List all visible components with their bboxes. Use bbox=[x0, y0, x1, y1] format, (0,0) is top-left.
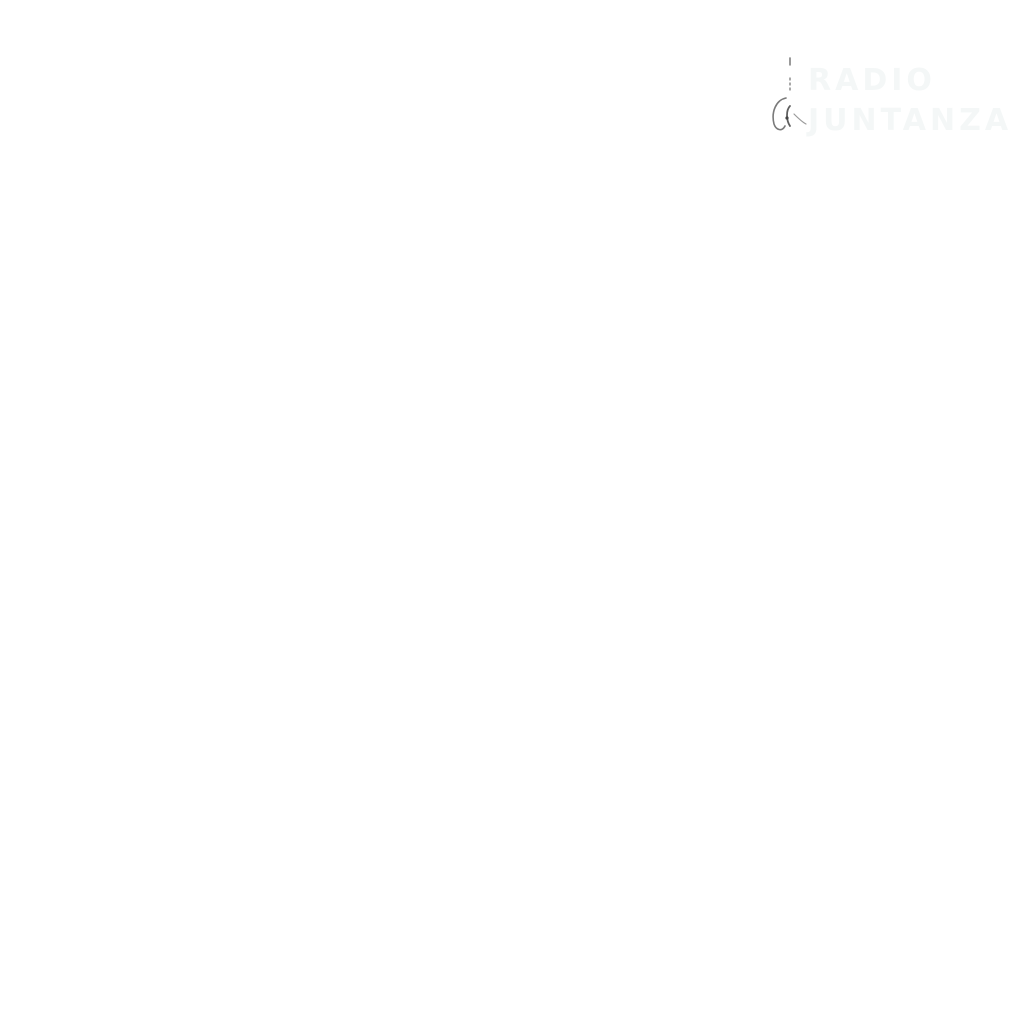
radio-logo: RADIO JUNTANZA bbox=[760, 56, 1008, 146]
logo-text-line-2: JUNTANZA bbox=[808, 103, 1013, 138]
logo-text-line-1: RADIO bbox=[808, 63, 936, 98]
antenna-ear-icon bbox=[772, 57, 807, 131]
